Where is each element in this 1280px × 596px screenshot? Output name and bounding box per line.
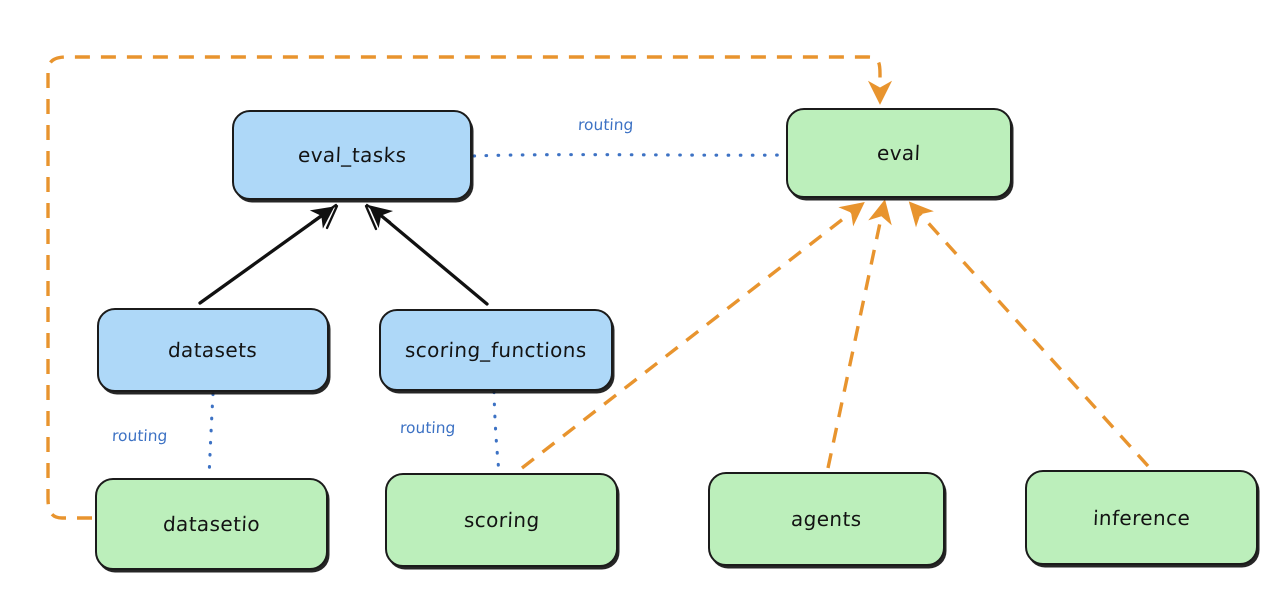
node-label: agents — [790, 507, 863, 531]
edge-eval_tasks-eval — [472, 153, 786, 158]
edge-datasets-eval_tasks-sketch — [310, 203, 339, 230]
node-label: scoring_functions — [404, 338, 588, 362]
node-label: scoring — [463, 508, 540, 532]
node-datasetio[interactable]: datasetio — [95, 478, 328, 570]
node-eval[interactable]: eval — [786, 108, 1012, 198]
node-label: eval_tasks — [297, 143, 407, 167]
edge-datasets-eval_tasks — [198, 206, 335, 305]
edge-scoring_functions-eval_tasks — [368, 205, 489, 306]
node-eval-tasks[interactable]: eval_tasks — [232, 110, 472, 200]
node-scoring-functions[interactable]: scoring_functions — [379, 309, 613, 391]
node-label: eval — [876, 141, 922, 165]
edge-label-routing-datasetio: routing — [111, 427, 168, 445]
edge-scoring_functions-eval_tasks-sketch — [364, 203, 392, 231]
node-agents[interactable]: agents — [708, 472, 945, 566]
edge-agents-eval — [826, 199, 892, 469]
node-label: datasets — [167, 338, 259, 362]
node-datasets[interactable]: datasets — [97, 308, 329, 392]
edge-datasets-datasetio — [207, 392, 215, 479]
node-label: datasetio — [162, 512, 261, 536]
edge-scoring_functions-scoring — [492, 390, 501, 474]
edge-label-routing-scoring: routing — [399, 419, 456, 437]
node-inference[interactable]: inference — [1025, 470, 1258, 565]
edge-inference-eval — [908, 201, 1150, 468]
edge-label-routing-eval: routing — [577, 116, 634, 134]
node-label: inference — [1092, 505, 1191, 530]
node-scoring[interactable]: scoring — [385, 473, 618, 567]
